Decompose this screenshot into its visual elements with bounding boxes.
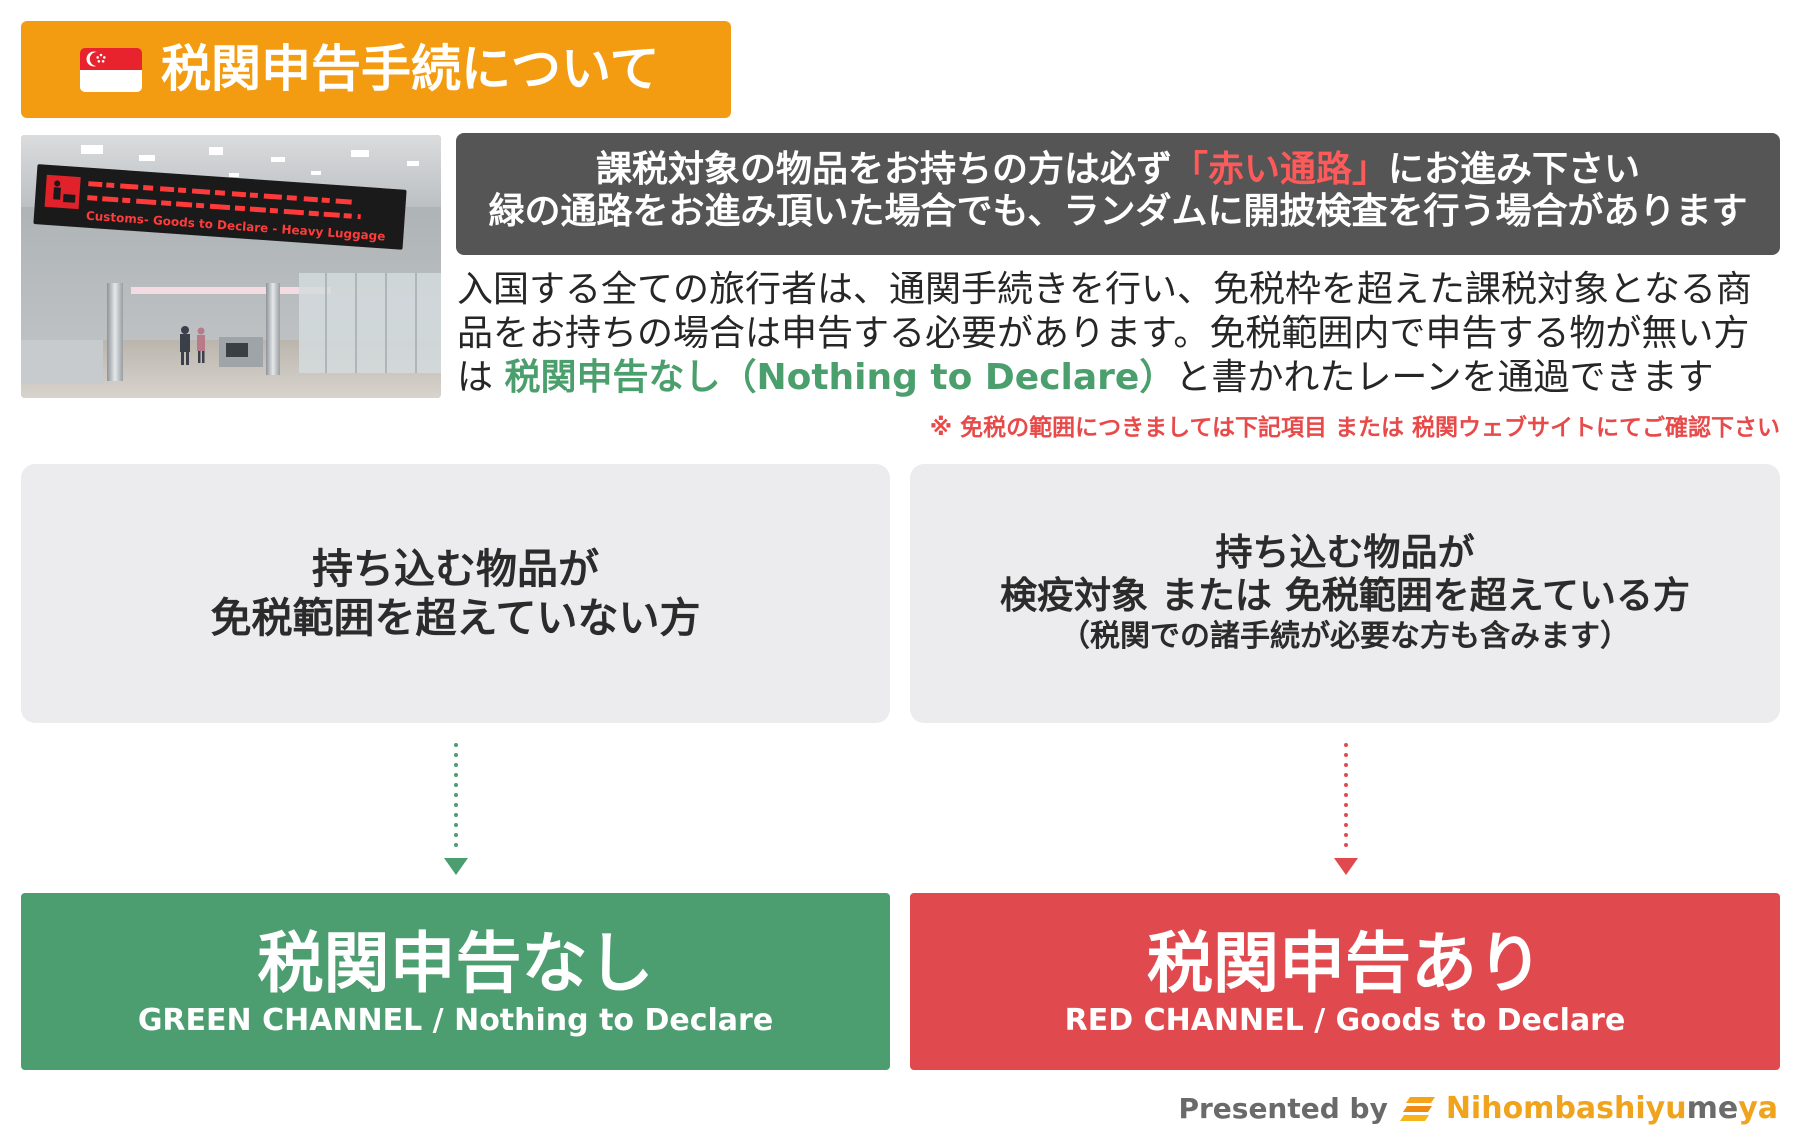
case-line: 持ち込む物品が <box>312 544 599 593</box>
photo-pillar-right <box>266 283 280 375</box>
brand-name: Nihombashiyumeya <box>1446 1091 1778 1126</box>
brand-name-part: Nihombashiyu <box>1445 1090 1687 1126</box>
notice-line-2: 緑の通路をお進み頂いた場合でも、ランダムに開披検査を行う場合があります <box>488 191 1748 232</box>
brand-name-part: me <box>1686 1090 1739 1126</box>
photo-back-lights <box>131 287 331 294</box>
notice-banner: 課税対象の物品をお持ちの方は必ず「赤い通路」にお進み下さい 緑の通路をお進み頂い… <box>456 133 1780 255</box>
singapore-flag-icon <box>80 48 142 92</box>
channel-title: 税関申告なし <box>257 924 654 1002</box>
arrow-head <box>1334 858 1358 875</box>
presented-by-label: Presented by <box>1178 1091 1388 1125</box>
photo-person <box>197 327 205 363</box>
brand-name-part: ya <box>1738 1090 1778 1126</box>
red-down-arrow-icon <box>1334 743 1358 875</box>
airport-customs-photo: Customs- Goods to Declare - Heavy Luggag… <box>21 135 441 398</box>
sign-customs-icon <box>44 174 81 210</box>
sign-script-line <box>87 195 361 220</box>
notice-line-1-after: にお進み下さい <box>1388 149 1641 190</box>
arrow-head <box>444 858 468 875</box>
brand-logo-icon <box>1399 1097 1435 1121</box>
photo-illustration: Customs- Goods to Declare - Heavy Luggag… <box>21 135 441 398</box>
photo-pillar-left <box>107 283 123 381</box>
case-line: 検疫対象 または 免税範囲を超えている方 <box>1000 573 1690 617</box>
page-title: 税関申告手続について <box>161 40 660 98</box>
photo-person <box>180 326 190 365</box>
channel-subtitle: GREEN CHANNEL / Nothing to Declare <box>137 1002 774 1038</box>
case-subnote: （税関での諸手続が必要な方も含みます） <box>1060 618 1630 654</box>
intro-text-end: と書かれたレーンを通過できます <box>1175 357 1714 398</box>
channel-subtitle: RED CHANNEL / Goods to Declare <box>1064 1002 1626 1038</box>
sign-script-line <box>88 181 352 205</box>
photo-luggage-scanner <box>219 337 263 367</box>
notice-line-1: 課税対象の物品をお持ちの方は必ず「赤い通路」にお進み下さい <box>456 149 1780 191</box>
red-channel-highlight: 「赤い通路」 <box>1171 149 1388 190</box>
green-channel-highlight: 税関申告なし（Nothing to Declare） <box>504 357 1176 398</box>
case-box-within-allowance: 持ち込む物品が 免税範囲を超えていない方 <box>21 464 890 723</box>
header-banner: 税関申告手続について <box>21 21 731 118</box>
photo-counter <box>21 340 103 384</box>
case-line: 持ち込む物品が <box>1215 530 1475 574</box>
photo-customs-sign: Customs- Goods to Declare - Heavy Luggag… <box>33 164 407 250</box>
channel-title: 税関申告あり <box>1147 924 1543 1002</box>
notice-line-1-before: 課税対象の物品をお持ちの方は必ず <box>595 149 1172 190</box>
case-line: 免税範囲を超えていない方 <box>210 593 701 642</box>
red-channel-box: 税関申告あり RED CHANNEL / Goods to Declare <box>910 893 1780 1070</box>
footer-credit: Presented by Nihombashiyumeya <box>1178 1088 1778 1128</box>
photo-glass-panels <box>299 273 441 373</box>
green-channel-box: 税関申告なし GREEN CHANNEL / Nothing to Declar… <box>21 893 890 1070</box>
green-down-arrow-icon <box>444 743 468 875</box>
case-box-exceeds-allowance: 持ち込む物品が 検疫対象 または 免税範囲を超えている方 （税関での諸手続が必要… <box>910 464 1780 723</box>
intro-text: 入国する全ての旅行者は、通関手続きを行い、免税枠を超えた課税対象となる商品をお持… <box>457 269 1752 398</box>
intro-paragraph: 入国する全ての旅行者は、通関手続きを行い、免税枠を超えた課税対象となる商品をお持… <box>457 268 1783 400</box>
duty-free-note: ※ 免税の範囲につきましては下記項目 または 税関ウェブサイトにてご確認下さい <box>929 415 1780 441</box>
